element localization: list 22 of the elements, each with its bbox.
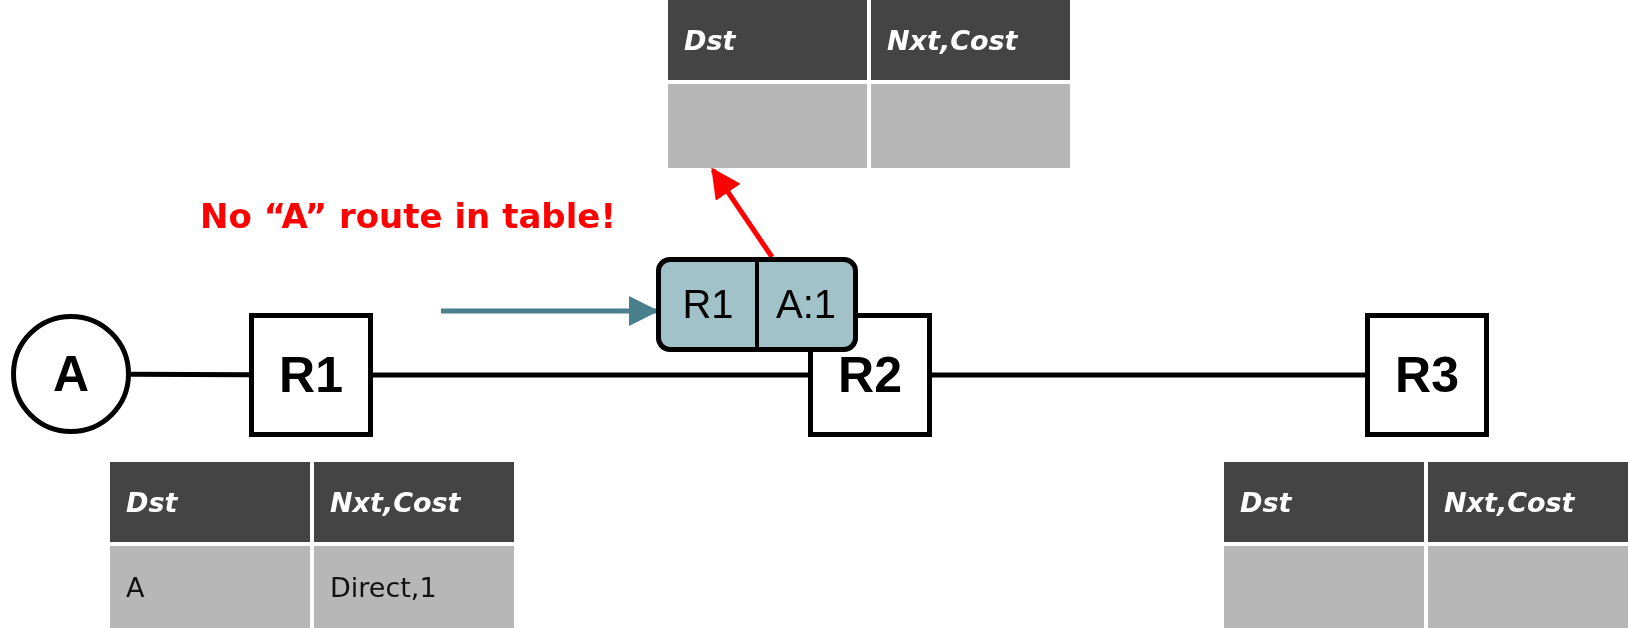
connector [373, 372, 808, 378]
node-label: R3 [1395, 346, 1459, 404]
connector [131, 371, 249, 378]
node-label: A [52, 345, 90, 403]
node-label: R1 [279, 346, 343, 404]
packet-field: A:1 [775, 282, 836, 327]
node-label: R2 [838, 346, 902, 404]
connector [932, 372, 1365, 378]
column-header: Nxt,Cost [871, 0, 1070, 80]
warning-text: No “A” route in table! [200, 196, 616, 236]
column-header: Dst [1224, 462, 1424, 542]
packet [656, 257, 858, 352]
column-header: Dst [668, 0, 867, 80]
column-header: Nxt,Cost [314, 462, 514, 542]
column-header: Nxt,Cost [1428, 462, 1628, 542]
arrow [710, 167, 775, 259]
packet-field: R1 [682, 282, 734, 327]
column-header: Dst [110, 462, 310, 542]
router-box [1365, 313, 1489, 437]
table-cell: Direct,1 [314, 546, 514, 628]
router-box [249, 313, 373, 437]
table-cell: A [110, 546, 310, 628]
